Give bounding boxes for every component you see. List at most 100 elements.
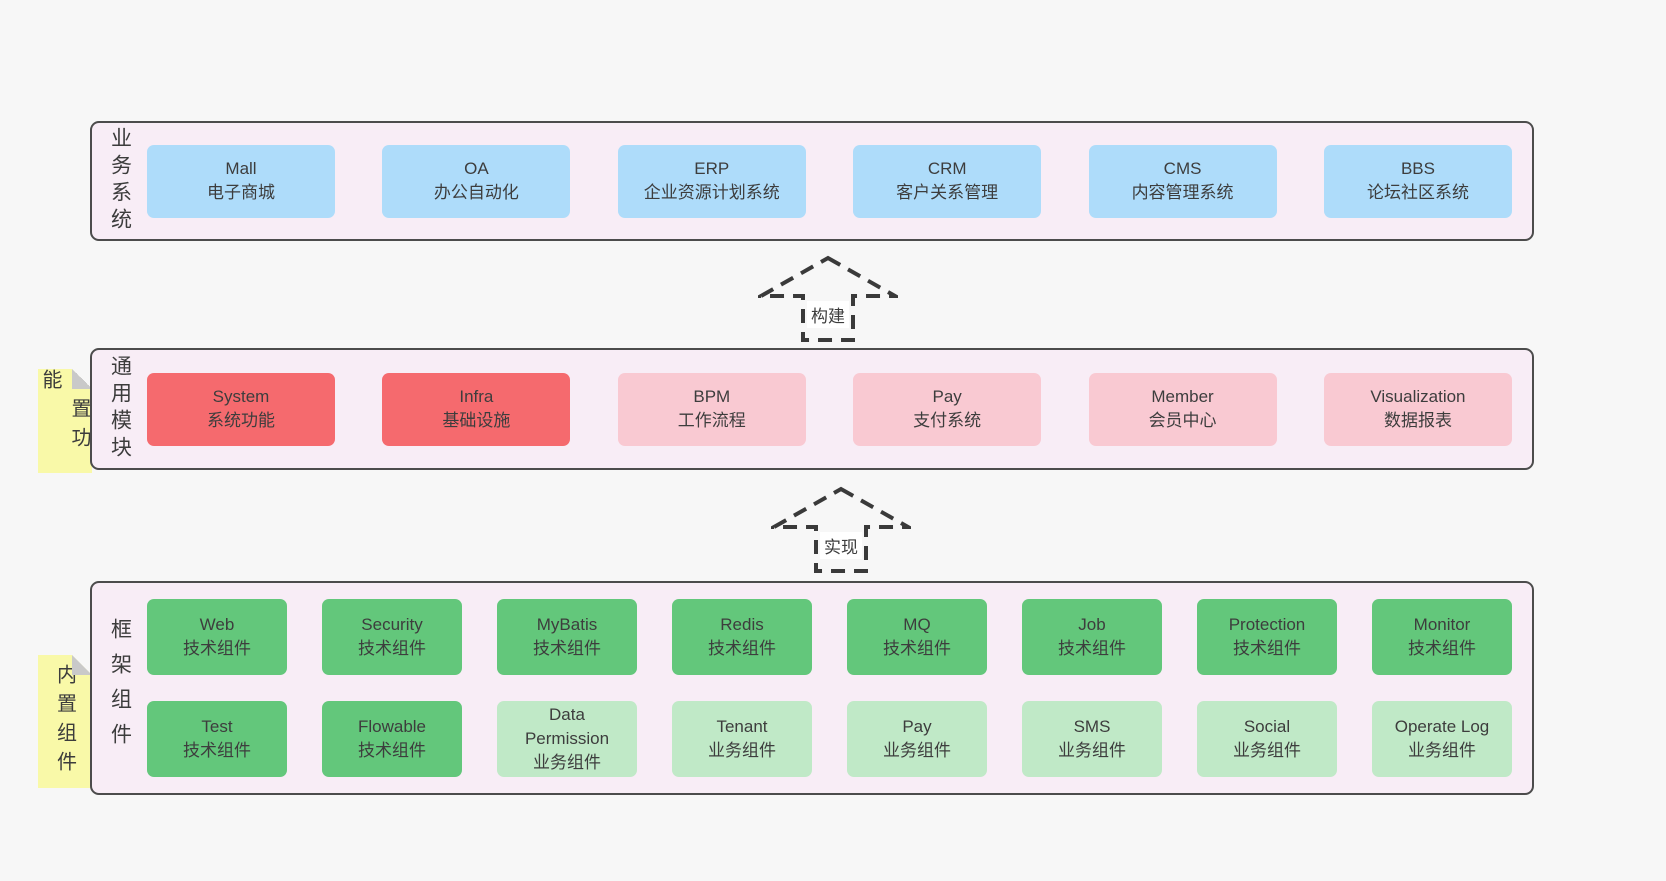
- layer-label: 通用模块: [108, 355, 132, 463]
- layer-label: 框架组件: [108, 618, 132, 758]
- box-tenant: Tenant 业务组件: [672, 701, 812, 777]
- layer-label: 业务系统: [108, 127, 132, 235]
- box-title: Infra: [459, 387, 494, 407]
- box-subtitle: 技术组件: [1233, 639, 1301, 658]
- up-block-arrow-icon: [753, 255, 903, 342]
- box-subtitle: 会员中心: [1148, 411, 1217, 430]
- box-title: Tenant: [716, 717, 768, 737]
- box-title: Flowable: [357, 717, 427, 737]
- arrow-implement: 实现: [766, 486, 916, 574]
- box-subtitle: 技术组件: [883, 639, 951, 658]
- box-subtitle: 业务组件: [883, 741, 951, 760]
- note-text: 内置功能: [39, 369, 90, 456]
- box-social: Social 业务组件: [1197, 701, 1337, 777]
- box-title: BBS: [1400, 159, 1435, 179]
- box-title: ERP: [694, 159, 730, 179]
- note-builtin-components: 内置组件: [38, 655, 92, 788]
- arrow-label: 实现: [820, 532, 862, 559]
- box-row: System 系统功能 Infra 基础设施 BPM 工作流程 Pay 支付系统 Member 会…: [147, 372, 1512, 446]
- box-flowable: Flowable 技术组件: [322, 701, 462, 777]
- box-title: Operate Log: [1394, 717, 1490, 737]
- box-title: Data Permission: [524, 705, 610, 749]
- box-subtitle: 业务组件: [1058, 741, 1126, 760]
- box-subtitle: 支付系统: [913, 411, 982, 430]
- box-subtitle: 业务组件: [533, 752, 601, 772]
- box-subtitle: 技术组件: [358, 741, 426, 760]
- box-web: Web 技术组件: [147, 599, 287, 675]
- box-title: System: [212, 387, 270, 407]
- box-cms: CMS 内容管理系统: [1088, 144, 1277, 218]
- box-infra: Infra 基础设施: [382, 372, 571, 446]
- layer-content: System 系统功能 Infra 基础设施 BPM 工作流程 Pay 支付系统 Member 会…: [147, 350, 1532, 468]
- box-data-permission: Data Permission 业务组件: [497, 701, 637, 777]
- box-subtitle: 技术组件: [183, 639, 251, 658]
- arrow-build: 构建: [753, 255, 903, 343]
- box-subtitle: 系统功能: [207, 411, 275, 430]
- box-title: BPM: [693, 387, 731, 407]
- layer-common-modules: 通用模块 System 系统功能 Infra 基础设施 BPM 工作流程 Pay 支付系统 Me…: [90, 348, 1534, 470]
- note-text: 内置组件: [53, 663, 76, 780]
- box-subtitle: 办公自动化: [433, 183, 519, 202]
- box-subtitle: 技术组件: [533, 639, 601, 658]
- box-title: Security: [361, 615, 423, 635]
- box-subtitle: 论坛社区系统: [1366, 183, 1469, 202]
- box-mybatis: MyBatis 技术组件: [497, 599, 637, 675]
- box-subtitle: 企业资源计划系统: [643, 183, 780, 202]
- box-title: Mall: [225, 159, 257, 179]
- box-crm: CRM 客户关系管理: [853, 144, 1042, 218]
- box-title: MQ: [903, 615, 931, 635]
- box-subtitle: 技术组件: [1058, 639, 1126, 658]
- box-title: CMS: [1163, 159, 1202, 179]
- box-title: Protection: [1228, 615, 1306, 635]
- box-title: Visualization: [1370, 387, 1466, 407]
- note-builtin-features: 内置功能: [38, 369, 92, 473]
- box-title: Monitor: [1413, 615, 1471, 635]
- box-bpm: BPM 工作流程: [617, 372, 806, 446]
- box-visualization: Visualization 数据报表: [1323, 372, 1512, 446]
- box-subtitle: 数据报表: [1383, 411, 1452, 430]
- box-subtitle: 业务组件: [1233, 741, 1301, 760]
- box-title: Social: [1243, 717, 1291, 737]
- box-operate-log: Operate Log 业务组件: [1372, 701, 1512, 777]
- box-mq: MQ 技术组件: [847, 599, 987, 675]
- box-subtitle: 基础设施: [442, 411, 511, 430]
- box-title: MyBatis: [536, 615, 598, 635]
- up-block-arrow-icon: [766, 486, 916, 573]
- box-member: Member 会员中心: [1088, 372, 1277, 446]
- box-erp: ERP 企业资源计划系统: [617, 144, 806, 218]
- box-title: SMS: [1073, 717, 1111, 737]
- box-subtitle: 技术组件: [708, 639, 776, 658]
- box-title: Pay: [932, 387, 962, 407]
- box-title: Member: [1151, 387, 1214, 407]
- box-bbs: BBS 论坛社区系统: [1323, 144, 1512, 218]
- box-title: Web: [199, 615, 235, 635]
- box-subtitle: 客户关系管理: [896, 183, 999, 202]
- box-subtitle: 技术组件: [183, 741, 251, 760]
- box-title: CRM: [927, 159, 967, 179]
- box-subtitle: 业务组件: [708, 741, 776, 760]
- box-monitor: Monitor 技术组件: [1372, 599, 1512, 675]
- box-title: Test: [201, 717, 233, 737]
- box-subtitle: 电子商城: [207, 183, 275, 202]
- box-subtitle: 工作流程: [677, 411, 746, 430]
- box-pay: Pay 支付系统: [853, 372, 1042, 446]
- box-protection: Protection 技术组件: [1197, 599, 1337, 675]
- box-subtitle: 业务组件: [1408, 741, 1476, 760]
- box-subtitle: 内容管理系统: [1131, 183, 1234, 202]
- box-mall: Mall 电子商城: [147, 144, 335, 218]
- box-subtitle: 技术组件: [1408, 639, 1476, 658]
- box-system: System 系统功能: [147, 372, 335, 446]
